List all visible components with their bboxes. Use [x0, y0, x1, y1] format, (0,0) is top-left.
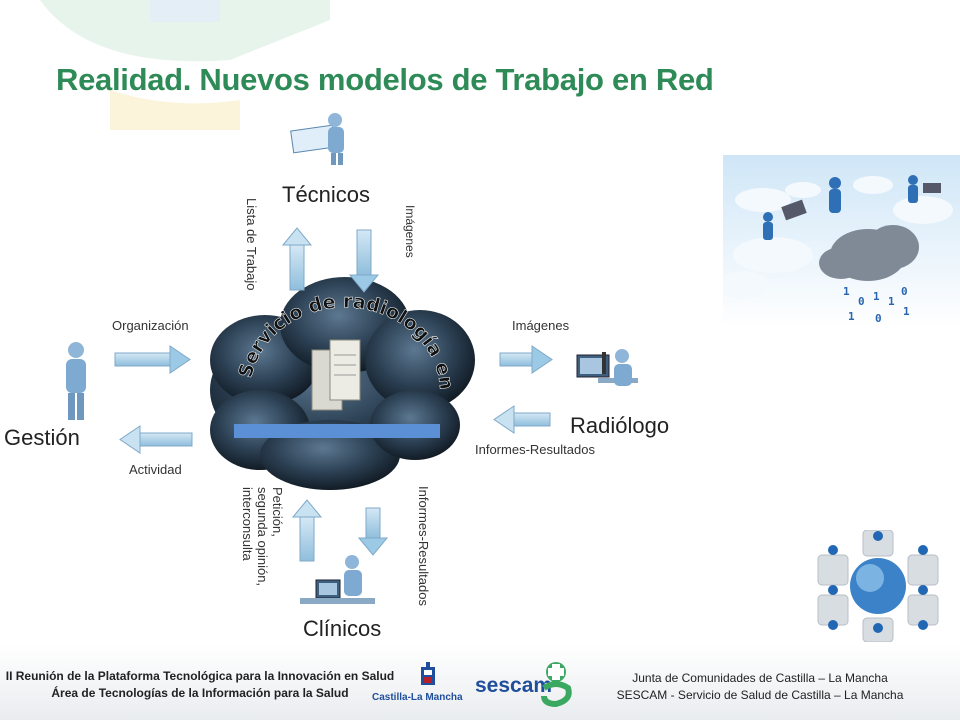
footer-bar — [0, 645, 960, 720]
svg-text:1: 1 — [843, 285, 850, 298]
footer-right: Junta de Comunidades de Castilla – La Ma… — [600, 670, 920, 704]
flow-organizacion: Organización — [112, 318, 189, 333]
role-tecnicos: Técnicos — [282, 182, 371, 207]
role-clinicos: Clínicos — [303, 616, 382, 641]
flow-informes-right: Informes-Resultados — [475, 442, 595, 457]
flow-informes-bottom: Informes-Resultados — [416, 486, 431, 606]
server-icon — [311, 339, 361, 411]
castilla-la-mancha-logo — [421, 662, 435, 685]
footer-left: II Reunión de la Plataforma Tecnológica … — [0, 668, 400, 702]
arrow-up-peticion — [291, 499, 323, 562]
svg-text:1: 1 — [903, 305, 910, 318]
svg-text:1: 1 — [873, 290, 880, 303]
arrow-down-informes — [357, 507, 389, 556]
arrow-left-actividad — [119, 425, 193, 454]
svg-text:0: 0 — [875, 312, 882, 325]
flow-imagenes-right: Imágenes — [512, 318, 570, 333]
footer-event-title: II Reunión de la Plataforma Tecnológica … — [5, 669, 395, 683]
svg-text:0: 0 — [901, 285, 908, 298]
arrow-down-imagenes — [348, 229, 380, 293]
arrow-left-informes — [493, 405, 551, 434]
technician-figure — [290, 113, 344, 165]
network-diagram: Servicio de radiología en nube — [0, 110, 638, 604]
green-swoosh-shape — [40, 0, 330, 62]
cloud-bar — [234, 424, 440, 438]
role-gestion: Gestión — [4, 425, 80, 450]
radiologist-figure — [576, 349, 638, 386]
manager-figure — [66, 342, 86, 420]
footer-junta: Junta de Comunidades de Castilla – La Ma… — [632, 671, 888, 685]
flow-lista-trabajo: Lista de Trabajo — [244, 198, 259, 291]
sescam-logo-text: sescam — [475, 674, 553, 697]
arrow-up-lista — [281, 227, 313, 291]
globe-network-illustration — [817, 530, 939, 642]
svg-text:0: 0 — [858, 295, 865, 308]
flow-imagenes-top: Imágenes — [403, 205, 417, 258]
arrow-right-organizacion — [114, 345, 191, 374]
footer-area-title: Área de Tecnologías de la Información pa… — [51, 686, 349, 700]
svg-text:1: 1 — [848, 310, 855, 323]
slide-title: Realidad. Nuevos modelos de Trabajo en R… — [56, 62, 714, 97]
flow-actividad: Actividad — [129, 462, 182, 477]
yellow-swoosh-shape — [110, 90, 240, 130]
castilla-la-mancha-logo-text: Castilla-La Mancha — [372, 692, 463, 703]
clinician-figure — [300, 555, 375, 604]
sescam-logo-symbol — [541, 662, 572, 708]
flow-peticion: Petición, segunda opinión, interconsulta — [240, 487, 285, 587]
footer-sescam: SESCAM - Servicio de Salud de Castilla –… — [616, 688, 904, 702]
background-decoration — [40, 0, 330, 130]
role-radiologo: Radiólogo — [570, 413, 670, 438]
svg-text:1: 1 — [888, 295, 895, 308]
blue-block-shape — [150, 0, 220, 22]
arrow-right-imagenes — [499, 345, 553, 374]
